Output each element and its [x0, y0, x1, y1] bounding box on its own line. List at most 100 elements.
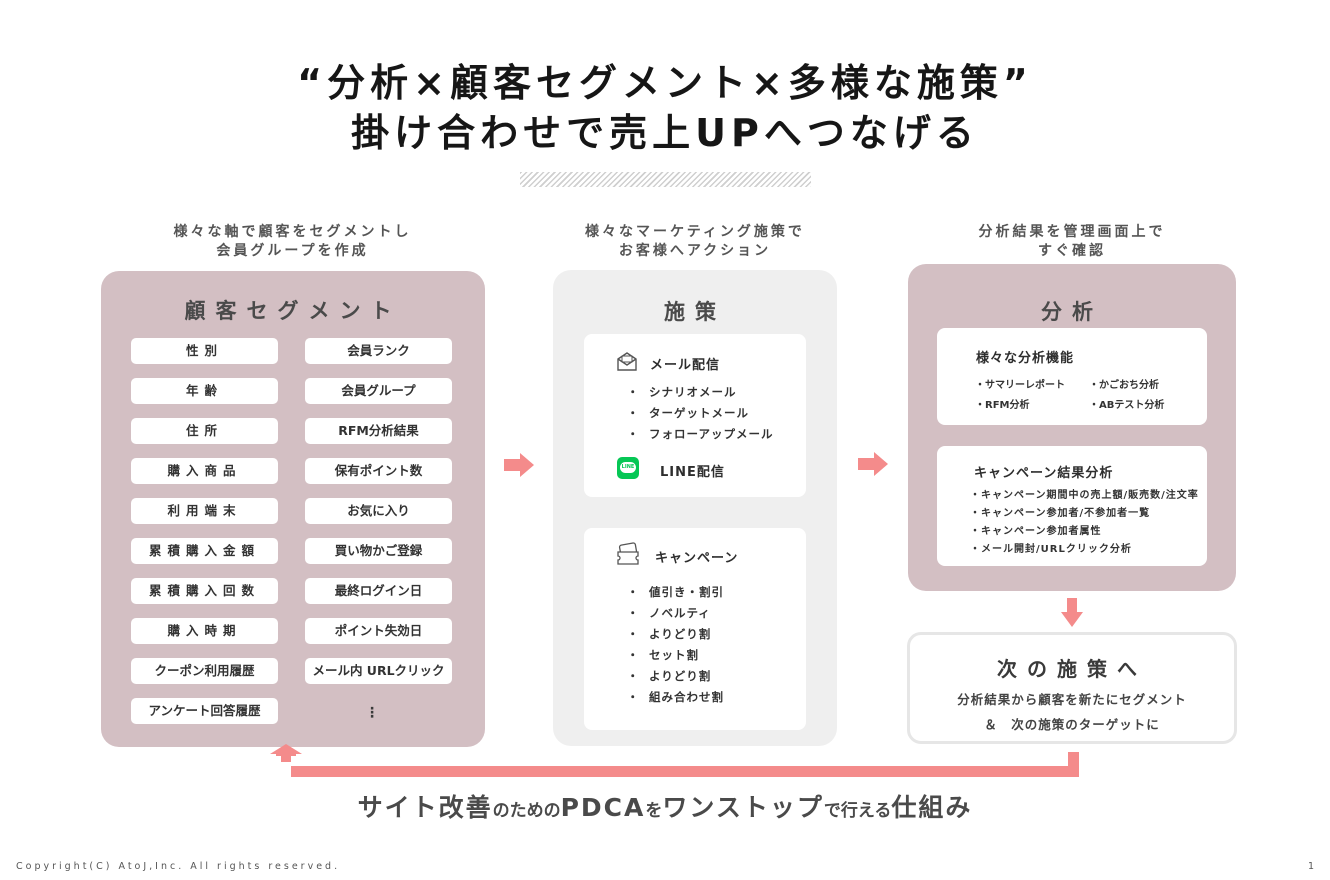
segment-caption-line2: 会員グループを作成: [216, 243, 369, 259]
segment-item: 最終ログイン日: [305, 578, 452, 604]
list-item: ・組み合わせ割: [627, 687, 724, 708]
list-item: ・フォローアップメール: [627, 424, 774, 445]
segment-item: アンケート回答履歴: [131, 698, 278, 724]
ticket-icon: [617, 542, 639, 565]
loop-back-arrow: [270, 744, 1079, 777]
analysis-panel-title: 分析: [1041, 300, 1103, 324]
segment-item: 購入時期: [131, 618, 278, 644]
analysis-item: ・サマリーレポート: [975, 380, 1065, 391]
mail-item: シナリオメール: [649, 385, 737, 399]
segment-item: 会員ランク: [305, 338, 452, 364]
page-number: 1: [1307, 861, 1314, 872]
line-icon: LINE: [617, 457, 639, 479]
campaign-result-title: キャンペーン結果分析: [974, 466, 1114, 481]
slogan-part: を: [645, 801, 663, 821]
line-icon-bubble: [620, 462, 636, 473]
campaign-card: キャンペーン ・値引き・割引 ・ノベルティ ・よりどり割 ・セット割 ・よりどり…: [584, 528, 806, 730]
line-title: LINE配信: [660, 465, 725, 480]
list-item: ・キャンペーン参加者/不参加者一覧: [970, 508, 1151, 519]
measures-panel-title: 施策: [664, 300, 726, 324]
segment-item: 累積購入回数: [131, 578, 278, 604]
list-item: ・ターゲットメール: [627, 403, 774, 424]
segment-item: 会員グループ: [305, 378, 452, 404]
main-title-line2: 掛け合わせで売上UPへつなげる: [351, 111, 979, 155]
arrow-right-icon: [858, 452, 888, 476]
main-title: “分析×顧客セグメント×多様な施策” 掛け合わせで売上UPへつなげる: [0, 58, 1330, 158]
segment-item: 住所: [131, 418, 278, 444]
arrow-down-icon: [1061, 598, 1083, 627]
bullet: ・: [627, 669, 640, 683]
analysis-features-title: 様々な分析機能: [976, 351, 1075, 366]
analysis-caption: 分析結果を管理画面上で すぐ確認: [907, 223, 1237, 261]
slogan-part: のための: [492, 801, 561, 821]
bullet: ・: [627, 585, 640, 599]
bullet: ・: [627, 606, 640, 620]
more-icon: ⋮: [365, 705, 379, 721]
analysis-caption-line2: すぐ確認: [1038, 243, 1106, 259]
bullet: ・: [627, 427, 640, 441]
bottom-slogan: サイト改善のためのPDCAをワンストップで行える仕組み: [0, 788, 1330, 824]
list-item: ・キャンペーン参加者属性: [970, 526, 1102, 537]
segment-item: ポイント失効日: [305, 618, 452, 644]
slogan-part: 仕組み: [891, 793, 973, 822]
analysis-features-card: 様々な分析機能 ・サマリーレポート ・かごおち分析 ・RFM分析 ・ABテスト分…: [937, 328, 1207, 425]
slogan-part: で行える: [823, 801, 892, 821]
analysis-item: ・RFM分析: [975, 400, 1030, 411]
analysis-caption-line1: 分析結果を管理画面上で: [978, 224, 1166, 240]
measures-caption: 様々なマーケティング施策で お客様へアクション: [553, 223, 837, 261]
segment-caption-line1: 様々な軸で顧客をセグメントし: [173, 224, 412, 240]
mail-icon: [617, 352, 637, 371]
mail-list: ・シナリオメール ・ターゲットメール ・フォローアップメール: [627, 382, 774, 445]
mail-item: ターゲットメール: [649, 406, 749, 420]
next-measure-desc1: 分析結果から顧客を新たにセグメント: [957, 692, 1187, 707]
segment-item: 利用端末: [131, 498, 278, 524]
mail-item: フォローアップメール: [649, 427, 774, 441]
slogan-part: PDCA: [560, 793, 646, 822]
slogan-part: サイト改善: [357, 793, 493, 822]
segment-item: 累積購入金額: [131, 538, 278, 564]
slogan-part: ワンストップ: [662, 793, 824, 822]
campaign-item: 組み合わせ割: [649, 690, 724, 704]
measures-caption-line1: 様々なマーケティング施策で: [585, 224, 805, 240]
campaign-item: セット割: [649, 648, 699, 662]
segment-item: お気に入り: [305, 498, 452, 524]
campaign-item: よりどり割: [649, 627, 712, 641]
next-measure-box: 次の施策へ 分析結果から顧客を新たにセグメント ＆ 次の施策のターゲットに: [907, 632, 1237, 744]
list-item: ・キャンペーン期間中の売上額/販売数/注文率: [970, 490, 1199, 501]
campaign-item: よりどり割: [649, 669, 712, 683]
bullet: ・: [627, 627, 640, 641]
arrow-right-icon: [504, 453, 534, 477]
segment-item: メール内 URLクリック: [305, 658, 452, 684]
line-icon-text: LINE: [621, 464, 635, 470]
list-item: ・よりどり割: [627, 624, 724, 645]
campaign-list: ・値引き・割引 ・ノベルティ ・よりどり割 ・セット割 ・よりどり割 ・組み合わ…: [627, 582, 724, 708]
list-item: ・ノベルティ: [627, 603, 724, 624]
campaign-result-list: ・キャンペーン期間中の売上額/販売数/注文率 ・キャンペーン参加者/不参加者一覧…: [970, 487, 1199, 559]
main-title-line1: “分析×顧客セグメント×多様な施策”: [297, 61, 1033, 105]
analysis-item: ・かごおち分析: [1089, 380, 1159, 391]
segment-item: クーポン利用履歴: [131, 658, 278, 684]
list-item: ・値引き・割引: [627, 582, 724, 603]
bullet: ・: [627, 648, 640, 662]
segment-item: RFM分析結果: [305, 418, 452, 444]
segment-item: 買い物かご登録: [305, 538, 452, 564]
segment-item: 保有ポイント数: [305, 458, 452, 484]
analysis-item: ・ABテスト分析: [1089, 400, 1165, 411]
copyright: Copyright(C) AtoJ,Inc. All rights reserv…: [16, 861, 341, 872]
mail-card: メール配信 ・シナリオメール ・ターゲットメール ・フォローアップメール LIN…: [584, 334, 806, 497]
mail-title: メール配信: [650, 358, 721, 373]
hatch-divider: [520, 172, 811, 187]
list-item: ・メール開封/URLクリック分析: [970, 544, 1132, 555]
list-item: ・セット割: [627, 645, 724, 666]
campaign-title: キャンペーン: [655, 551, 739, 566]
list-item: ・シナリオメール: [627, 382, 774, 403]
list-item: ・よりどり割: [627, 666, 724, 687]
bullet: ・: [627, 406, 640, 420]
next-measure-desc2: ＆ 次の施策のターゲットに: [984, 717, 1160, 732]
bullet: ・: [627, 385, 640, 399]
segment-item: 性別: [131, 338, 278, 364]
campaign-item: 値引き・割引: [649, 585, 724, 599]
bullet: ・: [627, 690, 640, 704]
next-measure-title: 次の施策へ: [997, 657, 1147, 681]
campaign-result-card: キャンペーン結果分析 ・キャンペーン期間中の売上額/販売数/注文率 ・キャンペー…: [937, 446, 1207, 566]
